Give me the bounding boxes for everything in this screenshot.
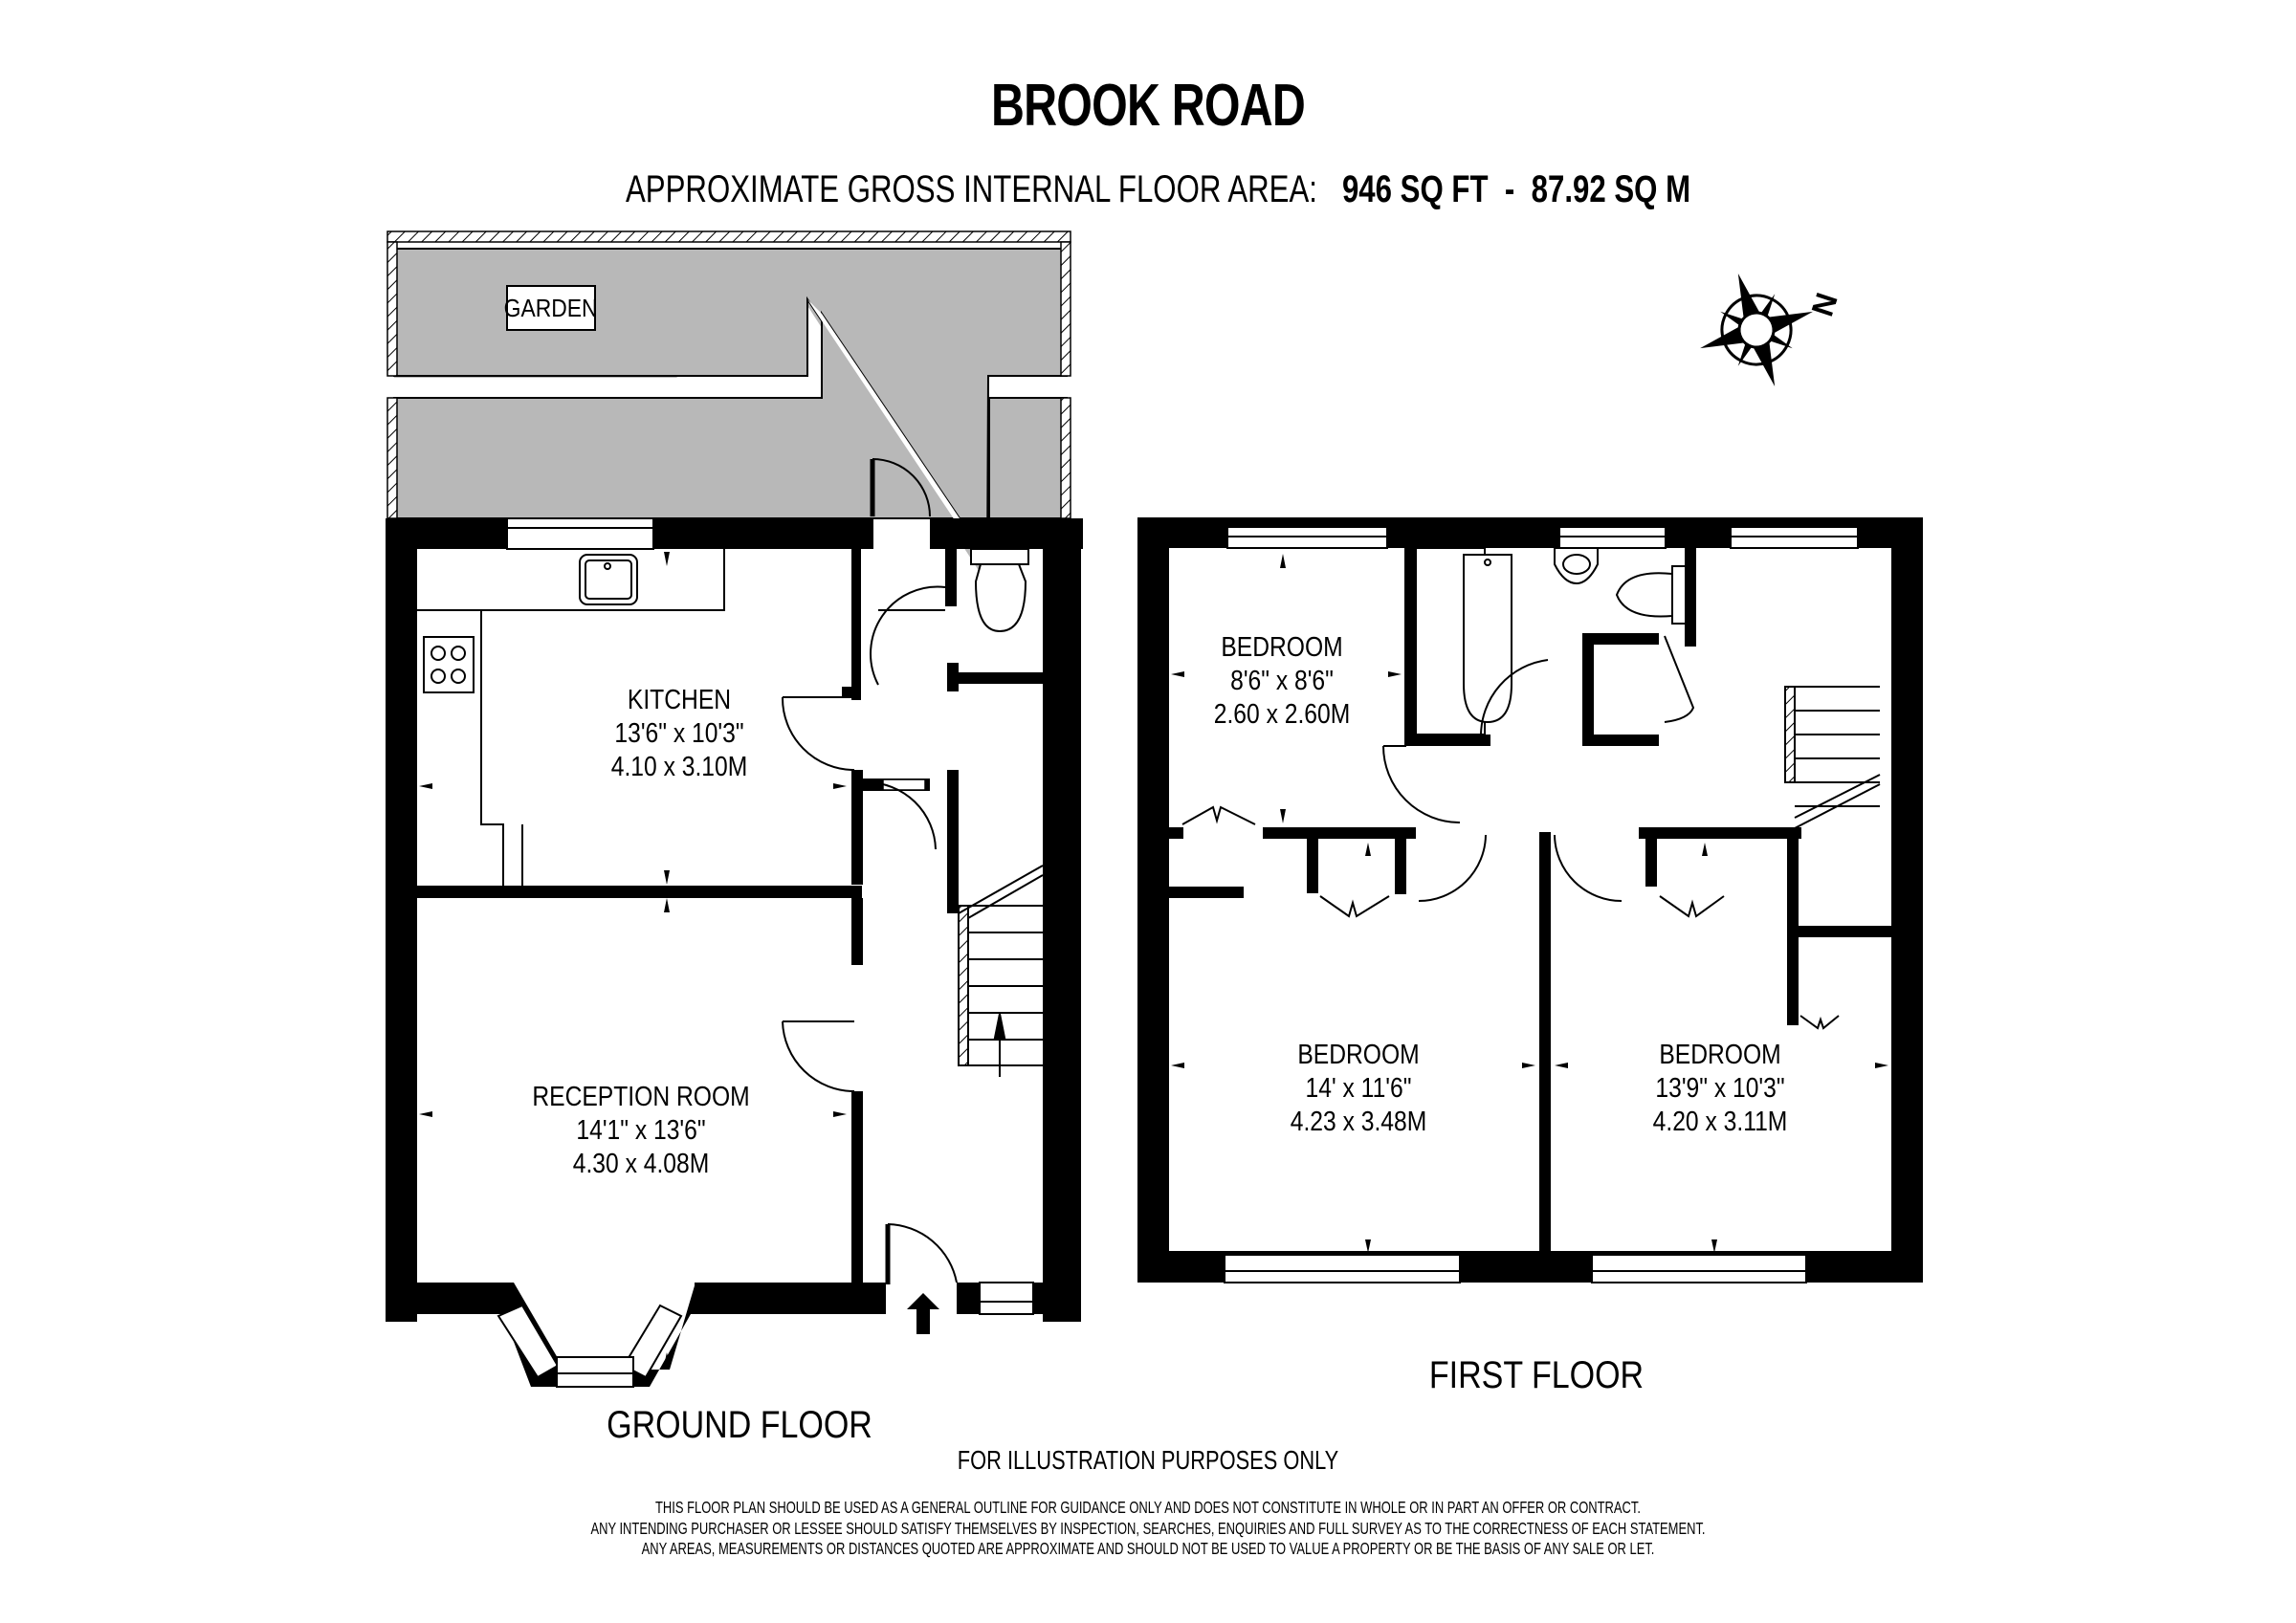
hob-icon	[423, 636, 475, 693]
room-name: RECEPTION ROOM	[532, 1082, 750, 1112]
room-imperial: 13'9" x 10'3"	[1655, 1072, 1785, 1104]
first-floor-label: FIRST FLOOR	[1428, 1354, 1645, 1396]
measurement-markers	[1171, 554, 1888, 1253]
room-imperial: 14'1" x 13'6"	[576, 1114, 706, 1146]
garden-label: GARDEN	[504, 285, 598, 331]
disclaimer-line: ANY INTENDING PURCHASER OR LESSEE SHOULD…	[590, 1518, 1706, 1538]
area-sqft: 946 SQ FT	[1341, 168, 1489, 210]
area-sqm: 87.92 SQ M	[1531, 168, 1691, 210]
first-floor-walls	[1137, 517, 1923, 1283]
garden-label-text: GARDEN	[504, 293, 598, 322]
room-metric: 4.23 x 3.48M	[1290, 1106, 1427, 1137]
kitchen-fittings	[417, 549, 725, 886]
disclaimer: THIS FLOOR PLAN SHOULD BE USED AS A GENE…	[511, 1498, 1785, 1560]
sink-icon	[579, 554, 638, 605]
room-metric: 4.30 x 4.08M	[572, 1148, 710, 1179]
staircase-icon	[1784, 686, 1881, 829]
area-label: APPROXIMATE GROSS INTERNAL FLOOR AREA:	[626, 168, 1317, 210]
room-name: BEDROOM	[1297, 1040, 1420, 1070]
staircase-icon	[958, 865, 1044, 1077]
disclaimer-line: THIS FLOOR PLAN SHOULD BE USED AS A GENE…	[655, 1498, 1641, 1517]
room-kitchen: KITCHEN 13'6" x 10'3" 4.10 x 3.10M	[558, 684, 802, 783]
illustration-notice: FOR ILLUSTRATION PURPOSES ONLY	[957, 1445, 1339, 1475]
floor-area-summary: APPROXIMATE GROSS INTERNAL FLOOR AREA: 9…	[626, 168, 1690, 210]
room-imperial: 14' x 11'6"	[1305, 1072, 1412, 1104]
disclaimer-line: ANY AREAS, MEASUREMENTS OR DISTANCES QUO…	[641, 1539, 1655, 1559]
measurement-markers	[419, 552, 847, 1366]
ground-floor-doors	[781, 585, 958, 1284]
first-floor-doors	[1181, 635, 1840, 1030]
room-metric: 4.20 x 3.11M	[1652, 1106, 1788, 1137]
room-name: KITCHEN	[627, 685, 732, 715]
room-imperial: 13'6" x 10'3"	[614, 717, 744, 749]
room-name: BEDROOM	[1221, 632, 1343, 663]
area-separator: -	[1504, 168, 1515, 210]
bathtub-icon	[1463, 554, 1512, 724]
ground-floor-label: GROUND FLOOR	[607, 1404, 872, 1446]
compass-rose-icon	[1700, 274, 1813, 386]
room-metric: 2.60 x 2.60M	[1213, 698, 1351, 730]
entrance-arrow-icon	[907, 1293, 939, 1334]
room-bedroom-front-right: BEDROOM 13'9" x 10'3" 4.20 x 3.11M	[1599, 1039, 1843, 1138]
plan-title: BROOK ROAD	[990, 73, 1306, 139]
room-bedroom-front-left: BEDROOM 14' x 11'6" 4.23 x 3.48M	[1237, 1039, 1481, 1138]
room-bedroom-small: BEDROOM 8'6" x 8'6" 2.60 x 2.60M	[1160, 631, 1404, 731]
room-reception: RECEPTION ROOM 14'1" x 13'6" 4.30 x 4.08…	[519, 1081, 763, 1180]
bathroom-fittings	[1415, 547, 1687, 735]
bay-window	[488, 1283, 713, 1388]
wc-toilet-icon	[970, 548, 1029, 633]
room-imperial: 8'6" x 8'6"	[1230, 665, 1334, 696]
garden-door	[870, 458, 931, 517]
room-metric: 4.10 x 3.10M	[610, 751, 748, 782]
ground-floor-walls	[386, 517, 1083, 1322]
room-name: BEDROOM	[1659, 1040, 1781, 1070]
toilet-icon	[1671, 565, 1687, 625]
